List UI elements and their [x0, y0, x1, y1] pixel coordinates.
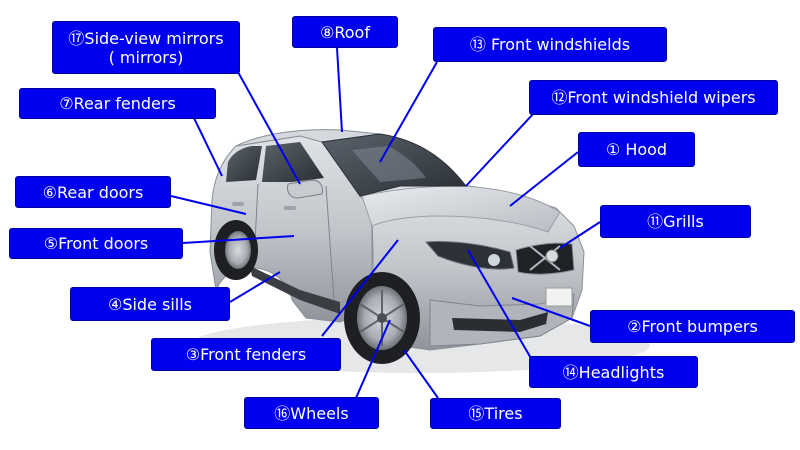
label-roof: ⑧Roof [292, 16, 398, 48]
car-side-sill [250, 266, 340, 314]
bumper-intake [452, 312, 548, 332]
label-front-doors: ⑤Front doors [9, 228, 183, 259]
leader-rear-doors [170, 195, 247, 215]
leader-side-view-mirrors [237, 71, 301, 185]
car-emblem [545, 249, 559, 263]
headlight-lens [488, 254, 500, 266]
door-handle-rear [232, 202, 244, 206]
car-front-side-window [262, 142, 324, 182]
license-plate [545, 287, 573, 307]
leader-side-sills [229, 271, 281, 303]
windshield-reflection [352, 146, 426, 182]
label-side-view-mirrors: ⑰Side-view mirrors ( mirrors) [52, 21, 240, 74]
leader-front-bumpers [511, 297, 591, 327]
label-side-view-mirrors-line2: ( mirrors) [108, 47, 184, 67]
label-grills: ⑪Grills [600, 205, 751, 238]
front-hub [377, 313, 387, 323]
door-line-front [325, 185, 335, 301]
door-handle-front [284, 206, 296, 210]
leader-wheels [355, 319, 391, 399]
leader-front-fenders [321, 239, 399, 337]
grille-chrome [529, 245, 561, 271]
leader-front-windshield-wipers [465, 112, 535, 187]
label-rear-doors: ⑥Rear doors [15, 176, 171, 208]
leader-grills [559, 221, 601, 249]
leader-rear-fenders [193, 117, 223, 177]
label-hood: ① Hood [578, 132, 695, 167]
leader-headlights [467, 249, 533, 361]
car-side-mirror [287, 179, 323, 199]
label-front-windshield-wipers: ⑫Front windshield wipers [529, 80, 778, 115]
label-side-sills: ④Side sills [70, 287, 230, 321]
leader-hood [509, 151, 579, 207]
label-rear-fenders: ⑦Rear fenders [19, 88, 216, 119]
leader-front-doors [182, 235, 295, 244]
leader-tires [403, 349, 439, 399]
label-front-bumpers: ②Front bumpers [590, 310, 795, 343]
label-front-windshields: ⑬ Front windshields [433, 27, 667, 62]
car-rear-window [226, 146, 262, 182]
leader-front-windshields [379, 61, 438, 163]
label-wheels: ⑯Wheels [244, 397, 379, 429]
label-tires: ⑮Tires [430, 398, 561, 429]
label-headlights: ⑭Headlights [529, 356, 698, 388]
label-side-view-mirrors-line1: ⑰Side-view mirrors [68, 28, 224, 48]
leader-roof [336, 47, 343, 133]
car-hood [361, 185, 561, 233]
label-front-fenders: ③Front fenders [151, 338, 341, 371]
